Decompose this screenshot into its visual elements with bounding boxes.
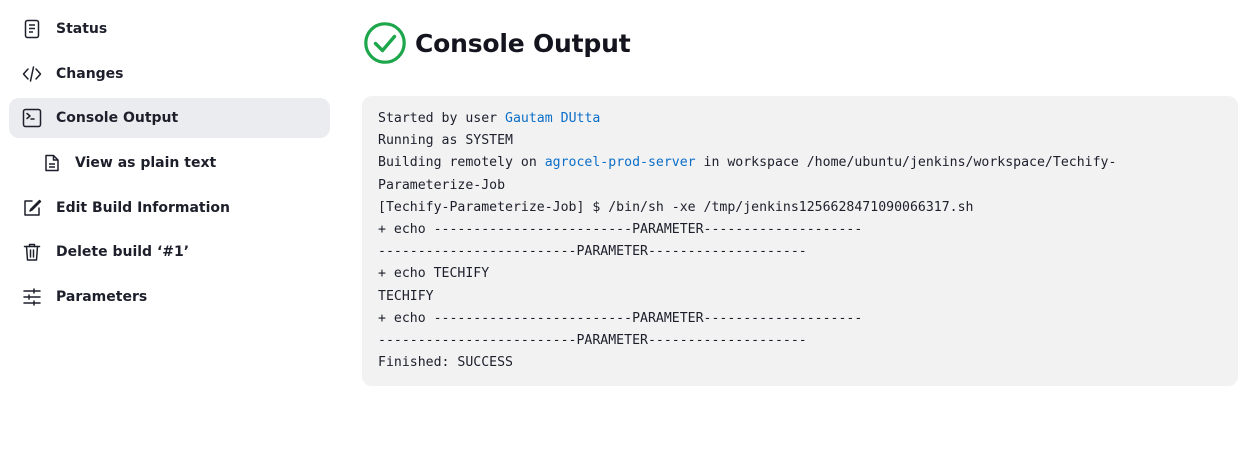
sidebar: Status Changes Console Output View as pl… xyxy=(9,9,330,322)
user-link[interactable]: Gautam DUtta xyxy=(505,111,601,126)
sidebar-item-delete-build[interactable]: Delete build ‘#1’ xyxy=(9,232,330,272)
trash-icon xyxy=(22,242,42,262)
console-line: + echo -------------------------PARAMETE… xyxy=(378,221,863,237)
node-link[interactable]: agrocel-prod-server xyxy=(544,155,696,171)
status-document-icon xyxy=(22,19,42,39)
console-line-building: Building remotely on agrocel-prod-server… xyxy=(378,155,1117,171)
document-icon xyxy=(42,153,62,173)
sidebar-item-view-as-plain-text[interactable]: View as plain text xyxy=(9,143,330,183)
console-line: + echo -------------------------PARAMETE… xyxy=(378,310,863,326)
sidebar-item-label: Delete build ‘#1’ xyxy=(56,244,190,261)
console-line: -------------------------PARAMETER------… xyxy=(378,244,807,260)
edit-icon xyxy=(22,198,42,218)
page-header: Console Output xyxy=(363,21,631,65)
console-line: Parameterize-Job xyxy=(378,177,506,193)
sidebar-item-label: View as plain text xyxy=(75,155,217,172)
code-icon xyxy=(22,64,42,84)
console-line: + echo TECHIFY xyxy=(378,266,490,282)
sidebar-item-edit-build-information[interactable]: Edit Build Information xyxy=(9,188,330,228)
sidebar-item-console-output[interactable]: Console Output xyxy=(9,98,330,139)
sidebar-item-label: Console Output xyxy=(56,110,179,127)
console-line: [Techify-Parameterize-Job] $ /bin/sh -xe… xyxy=(378,199,974,215)
sidebar-item-parameters[interactable]: Parameters xyxy=(9,277,330,317)
page-title: Console Output xyxy=(415,28,631,58)
sliders-icon xyxy=(22,287,42,307)
console-line: -------------------------PARAMETER------… xyxy=(378,332,807,348)
console-line: Running as SYSTEM xyxy=(378,133,513,149)
console-line-finished: Finished: SUCCESS xyxy=(378,355,513,371)
sidebar-item-label: Parameters xyxy=(56,289,148,306)
console-line-started: Started by user Gautam DUtta xyxy=(378,111,601,126)
terminal-icon xyxy=(22,108,42,128)
console-line: TECHIFY xyxy=(378,288,434,304)
sidebar-item-label: Status xyxy=(56,21,108,37)
sidebar-item-status[interactable]: Status xyxy=(9,9,330,49)
sidebar-item-label: Edit Build Information xyxy=(56,199,230,216)
sidebar-item-label: Changes xyxy=(56,65,124,82)
success-check-icon xyxy=(363,21,407,65)
sidebar-item-changes[interactable]: Changes xyxy=(9,54,330,94)
